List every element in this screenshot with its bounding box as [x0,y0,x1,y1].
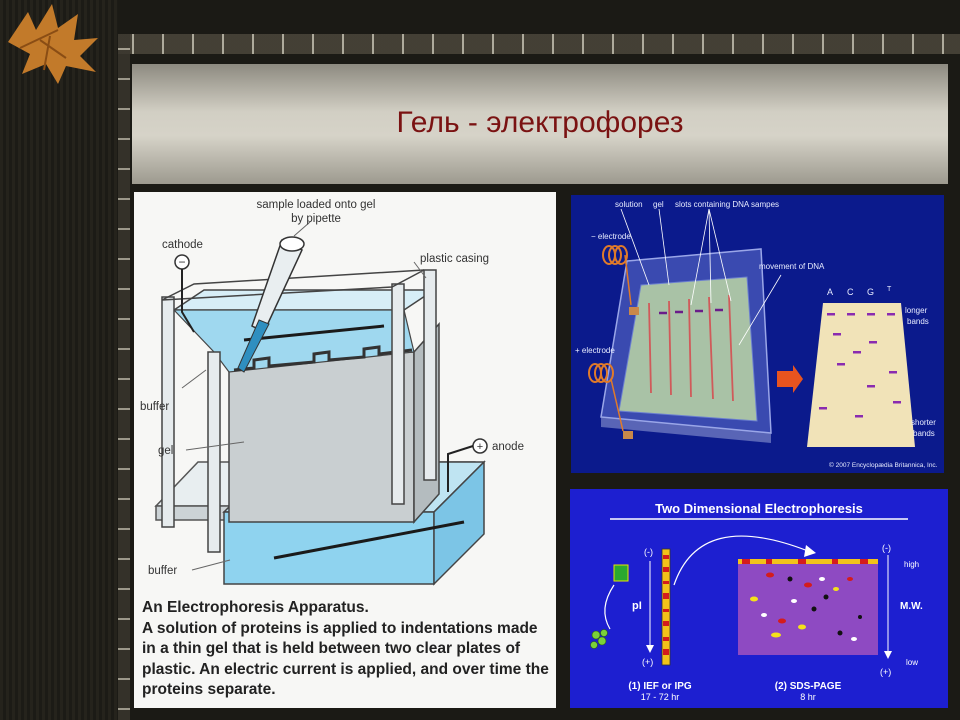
low-label: low [906,658,918,667]
label-shorter: shorter [911,418,936,427]
cathode-sign: − [178,255,185,269]
label-gel: gel [158,445,173,457]
caption-title: An Electrophoresis Apparatus. [142,599,369,616]
label-longer: longer [905,306,928,315]
label-plus-electrode: + electrode [575,346,615,355]
plus-right: (+) [880,667,891,677]
anode-sign: + [477,441,483,453]
step1-time: 17 - 72 hr [641,692,680,702]
label-slots: slots containing DNA sampes [675,200,779,209]
label-minus-electrode: − electrode [591,232,631,241]
dna-gel-diagram: solution gel slots containing DNA sampes… [575,200,938,469]
high-label: high [904,560,919,569]
step2-label: (2) SDS-PAGE [775,681,842,692]
label-longer-bands: bands [907,317,929,326]
title-box: Гель - электрофорез [132,64,948,184]
mw-label: M.W. [900,601,923,612]
label-sample-loaded: sample loaded onto gel [257,199,376,211]
minus-left: (-) [644,547,653,557]
two-d-electrophoresis-figure: Two Dimensional Electrophoresis (-) (+) … [570,489,948,708]
apparatus-diagram: − + sample loaded onto gel by pipette ca… [140,199,524,586]
apparatus-caption: An Electrophoresis Apparatus. A solution… [142,598,552,701]
dna-gel-figure: solution gel slots containing DNA sampes… [571,195,944,473]
caption-body: A solution of proteins is applied to ind… [142,619,549,699]
left-texture-bar [0,0,118,720]
copyright-text: © 2007 Encyclopædia Britannica, Inc. [829,461,938,469]
plus-left: (+) [642,657,653,667]
lane-t: T [887,286,892,293]
label-buffer-bottom: buffer [148,565,177,577]
slide-title: Гель - электрофорез [396,106,684,139]
pi-label: pI [632,600,642,612]
label-shorter-bands: bands [913,429,935,438]
label-plastic-casing: plastic casing [420,253,489,265]
step1-label: (1) IEF or IPG [628,681,692,692]
two-d-title: Two Dimensional Electrophoresis [655,501,863,516]
minus-right: (-) [882,543,891,553]
label-solution: solution [615,200,643,209]
label-movement: movement of DNA [759,262,825,271]
lane-g: G [867,287,874,297]
lane-c: C [847,287,854,297]
stitched-border-top [118,34,960,54]
step2-time: 8 hr [800,692,816,702]
lane-a: A [827,287,833,297]
autumn-leaf-icon [8,4,98,84]
label-cathode: cathode [162,239,203,251]
label-gel-dna: gel [653,200,664,209]
stitched-border-left [118,34,130,720]
label-anode: anode [492,441,524,453]
label-buffer-top: buffer [140,401,169,413]
apparatus-figure: − + sample loaded onto gel by pipette ca… [134,192,556,708]
two-d-diagram: Two Dimensional Electrophoresis (-) (+) … [590,501,923,702]
label-by-pipette: by pipette [291,213,341,225]
